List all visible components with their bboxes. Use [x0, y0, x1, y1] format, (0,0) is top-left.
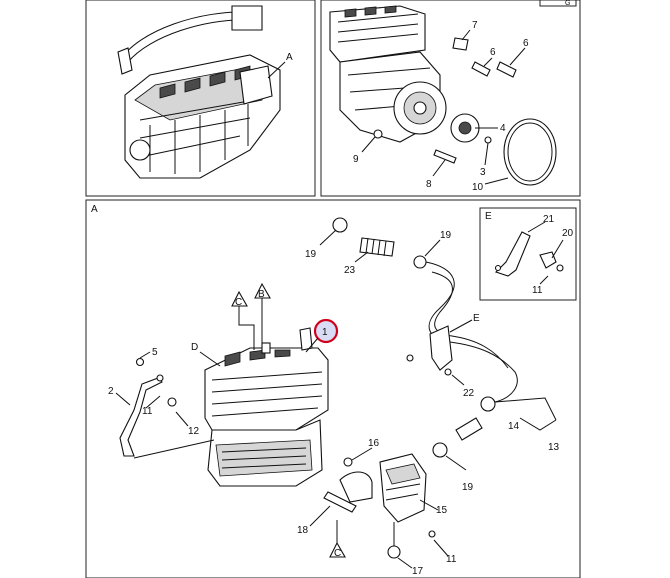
inset-e-panel: E 21 20 11 [479, 207, 577, 301]
callout-1: 1 [322, 327, 328, 338]
engine-reference-panel: A [85, 0, 316, 197]
inset-e-label: E [485, 211, 492, 222]
callout-17: 17 [412, 566, 424, 577]
callout-9: 9 [353, 154, 359, 165]
callout-5: 5 [152, 347, 158, 358]
oil-filter-drawing [323, 453, 436, 559]
compressor-detail-drawing [329, 5, 557, 186]
callout-22: 22 [463, 388, 475, 399]
callout-8: 8 [426, 179, 432, 190]
callout-13: 13 [548, 442, 560, 453]
mount-bracket-drawing [115, 351, 215, 459]
detail-corner-label: G [565, 0, 570, 7]
callout-6a: 6 [490, 47, 496, 58]
callout-15: 15 [436, 505, 448, 516]
callout-3: 3 [480, 167, 486, 178]
hose-leaders [319, 229, 557, 471]
engine-drawing [117, 5, 281, 179]
callout-16: 16 [368, 438, 380, 449]
callout-23: 23 [344, 265, 356, 276]
main-view-panel: A E 21 20 11 [85, 199, 581, 578]
highlight-part-1: 1 [305, 318, 339, 353]
callout-11b: 11 [142, 406, 153, 417]
callout-19b: 19 [440, 230, 452, 241]
ref-letter-c-bottom: C [334, 548, 341, 559]
reference-markers: B C D C [191, 282, 346, 559]
callout-10: 10 [472, 182, 484, 193]
detail-leaders [361, 29, 526, 185]
filter-leaders [309, 447, 449, 569]
callout-12: 12 [188, 426, 200, 437]
air-hose-drawing [332, 217, 518, 458]
callout-14: 14 [508, 421, 520, 432]
callout-19c: 19 [462, 482, 474, 493]
callout-11c: 11 [446, 554, 457, 565]
air-compressor-drawing [204, 327, 329, 487]
callout-20: 20 [562, 228, 574, 239]
callout-18: 18 [297, 525, 309, 536]
callout-21: 21 [543, 214, 555, 225]
engine-ref-letter: A [286, 52, 293, 63]
callout-7: 7 [472, 20, 478, 31]
ref-letter-c-top: C [235, 297, 242, 308]
ref-letter-b: B [258, 289, 265, 300]
callout-4: 4 [500, 123, 506, 134]
callout-2: 2 [108, 386, 114, 397]
main-view-label: A [91, 204, 98, 215]
callout-19a: 19 [305, 249, 317, 260]
callout-11a: 11 [532, 285, 543, 296]
callout-6b: 6 [523, 38, 529, 49]
callout-e: E [473, 313, 480, 324]
ref-letter-d: D [191, 342, 198, 353]
compressor-detail-panel: G [320, 0, 581, 197]
